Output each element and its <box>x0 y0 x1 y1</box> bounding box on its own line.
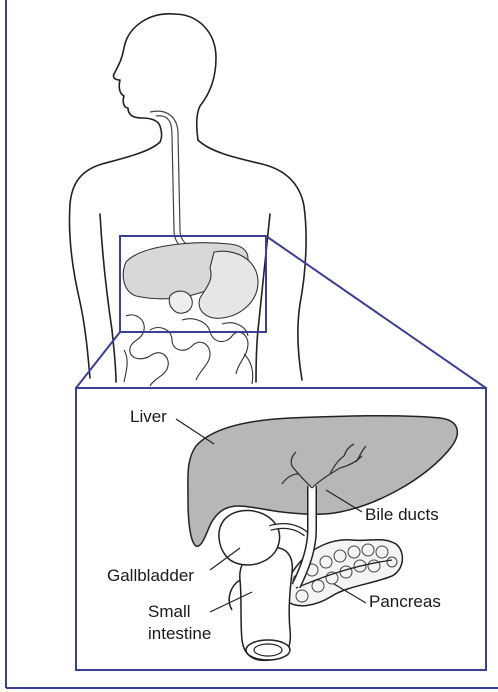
label-small-intestine-line2: intestine <box>148 624 211 644</box>
left-arm-inner <box>100 214 112 330</box>
body-outline <box>69 14 306 382</box>
head-outline <box>113 14 174 142</box>
label-liver: Liver <box>130 407 167 427</box>
right-arm-inner <box>258 214 270 330</box>
head-back-outline <box>174 14 216 140</box>
waist-right <box>256 330 258 382</box>
label-pancreas: Pancreas <box>369 592 441 612</box>
duodenum-opening-inner <box>254 644 282 656</box>
label-gallbladder: Gallbladder <box>107 566 194 586</box>
small-gallbladder <box>169 291 192 313</box>
small-intestine-coils <box>124 315 253 386</box>
esophagus <box>150 111 196 254</box>
zoom-connector-left <box>76 332 120 388</box>
label-bile-ducts: Bile ducts <box>365 505 439 525</box>
label-small-intestine-line1: Small <box>148 602 191 622</box>
body-organs <box>123 243 258 386</box>
